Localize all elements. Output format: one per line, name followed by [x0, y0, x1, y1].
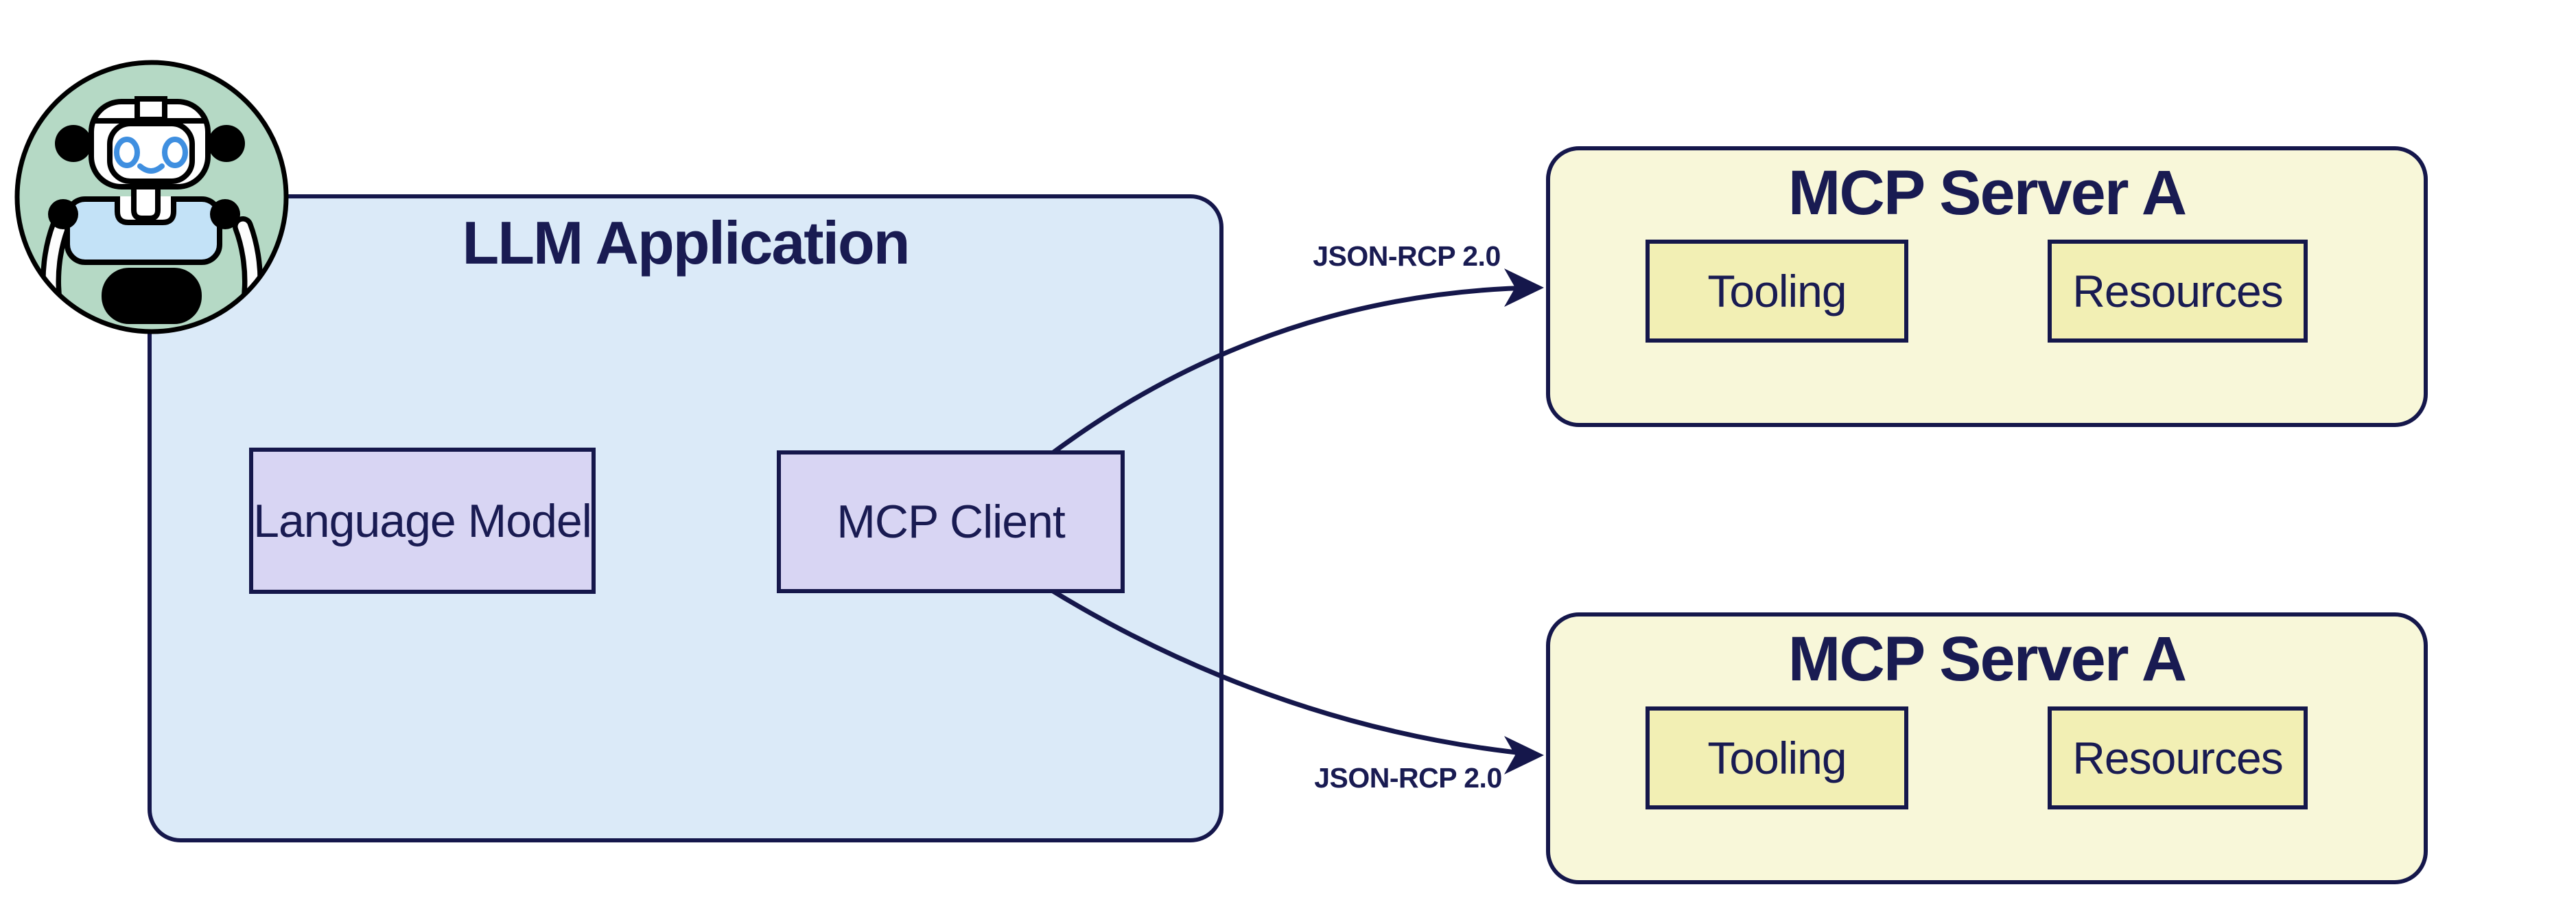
llm-application-title: LLM Application: [462, 209, 910, 277]
node-mcp-client: MCP Client: [777, 450, 1125, 593]
robot-ear-left: [55, 125, 92, 162]
mcp-server-a-top-group: MCP Server A Tooling Resources: [1546, 146, 2428, 427]
node-language-model: Language Model: [249, 448, 596, 594]
robot-head: [89, 99, 211, 189]
robot-ear-right: [208, 125, 245, 162]
node-tooling-top-label: Tooling: [1707, 266, 1847, 316]
arrowhead-top: [1504, 268, 1544, 307]
node-resources-top: Resources: [2048, 240, 2308, 343]
robot-eye-right: [162, 137, 188, 168]
edge-label-top: JSON-RCP 2.0: [1313, 240, 1501, 272]
node-tooling-bottom: Tooling: [1646, 706, 1908, 809]
node-resources-top-label: Resources: [2072, 266, 2283, 316]
robot-head-tab: [134, 96, 167, 122]
edge-label-bottom: JSON-RCP 2.0: [1314, 762, 1502, 794]
node-tooling-bottom-label: Tooling: [1707, 733, 1847, 783]
node-tooling-top: Tooling: [1646, 240, 1908, 343]
mcp-server-a-bottom-group: MCP Server A Tooling Resources: [1546, 612, 2428, 884]
node-language-model-label: Language Model: [253, 494, 592, 547]
node-resources-bottom-label: Resources: [2072, 733, 2283, 783]
node-mcp-client-label: MCP Client: [836, 496, 1066, 548]
robot-shoulder-left: [48, 199, 78, 229]
node-resources-bottom: Resources: [2048, 706, 2308, 809]
mcp-server-a-bottom-title: MCP Server A: [1788, 624, 2187, 694]
robot-eye-left: [114, 137, 140, 168]
robot-face: [107, 121, 195, 184]
mcp-server-a-top-title: MCP Server A: [1788, 158, 2187, 228]
robot-smile: [137, 163, 165, 174]
